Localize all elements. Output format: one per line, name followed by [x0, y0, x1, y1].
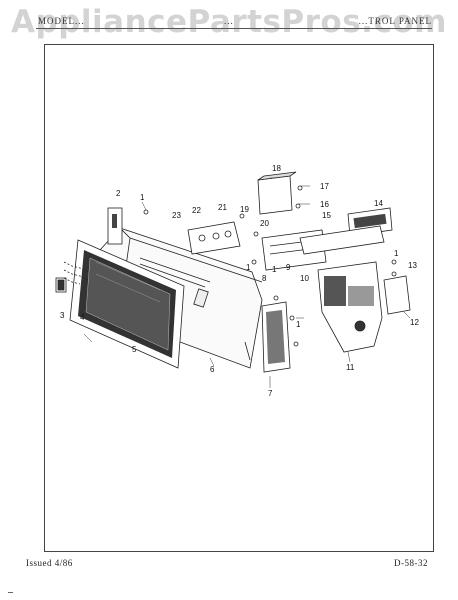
callout-21: 21: [218, 203, 227, 212]
callout-3: 3: [60, 311, 65, 320]
callout-9: 9: [286, 263, 291, 272]
callout-1-timer: 1: [272, 265, 277, 274]
page-code: D-58-32: [394, 558, 428, 568]
callout-5: 5: [132, 345, 137, 354]
mounting-rail: [299, 225, 385, 255]
callout-20: 20: [260, 219, 269, 228]
callout-1-grille: 1: [296, 320, 301, 329]
callout-2: 2: [116, 189, 121, 198]
header-rule: [36, 28, 432, 29]
timer-cover: [257, 171, 297, 215]
callout-16: 16: [320, 200, 329, 209]
callout-7: 7: [268, 389, 273, 398]
callout-12: 12: [410, 318, 419, 327]
selector-knobs: [55, 261, 89, 293]
callout-14: 14: [374, 199, 383, 208]
callout-4: 4: [80, 313, 85, 322]
callout-1-switch: 1: [246, 263, 251, 272]
leader-lines: [83, 177, 411, 388]
callout-11: 11: [346, 363, 355, 372]
front-panel-face: [69, 239, 185, 369]
callout-13: 13: [408, 261, 417, 270]
header-model-text: MODEL...: [38, 16, 85, 26]
callout-10: 10: [300, 274, 309, 283]
callout-19: 19: [240, 205, 249, 214]
switch-plate: [187, 221, 241, 255]
header-section-title: ...TROL PANEL: [358, 16, 432, 26]
callout-17: 17: [320, 182, 329, 191]
side-bracket: [383, 275, 411, 315]
callout-18: 18: [272, 164, 281, 173]
callout-22: 22: [192, 206, 201, 215]
callout-6: 6: [210, 365, 215, 374]
callout-23: 23: [172, 211, 181, 220]
corner-mark: [8, 592, 13, 593]
watermark: AppliancePartsPros.com: [11, 4, 447, 40]
diagram-frame: [44, 44, 434, 552]
screws: [143, 185, 397, 347]
callout-1-rail: 1: [394, 249, 399, 258]
timer-module: [317, 261, 383, 353]
vent-grille: [261, 301, 291, 373]
callout-15: 15: [322, 211, 331, 220]
issued-date: Issued 4/86: [26, 558, 73, 568]
callout-1-bracket: 1: [140, 193, 145, 202]
callout-8: 8: [262, 274, 267, 283]
header-middle-text: ...: [224, 16, 234, 26]
